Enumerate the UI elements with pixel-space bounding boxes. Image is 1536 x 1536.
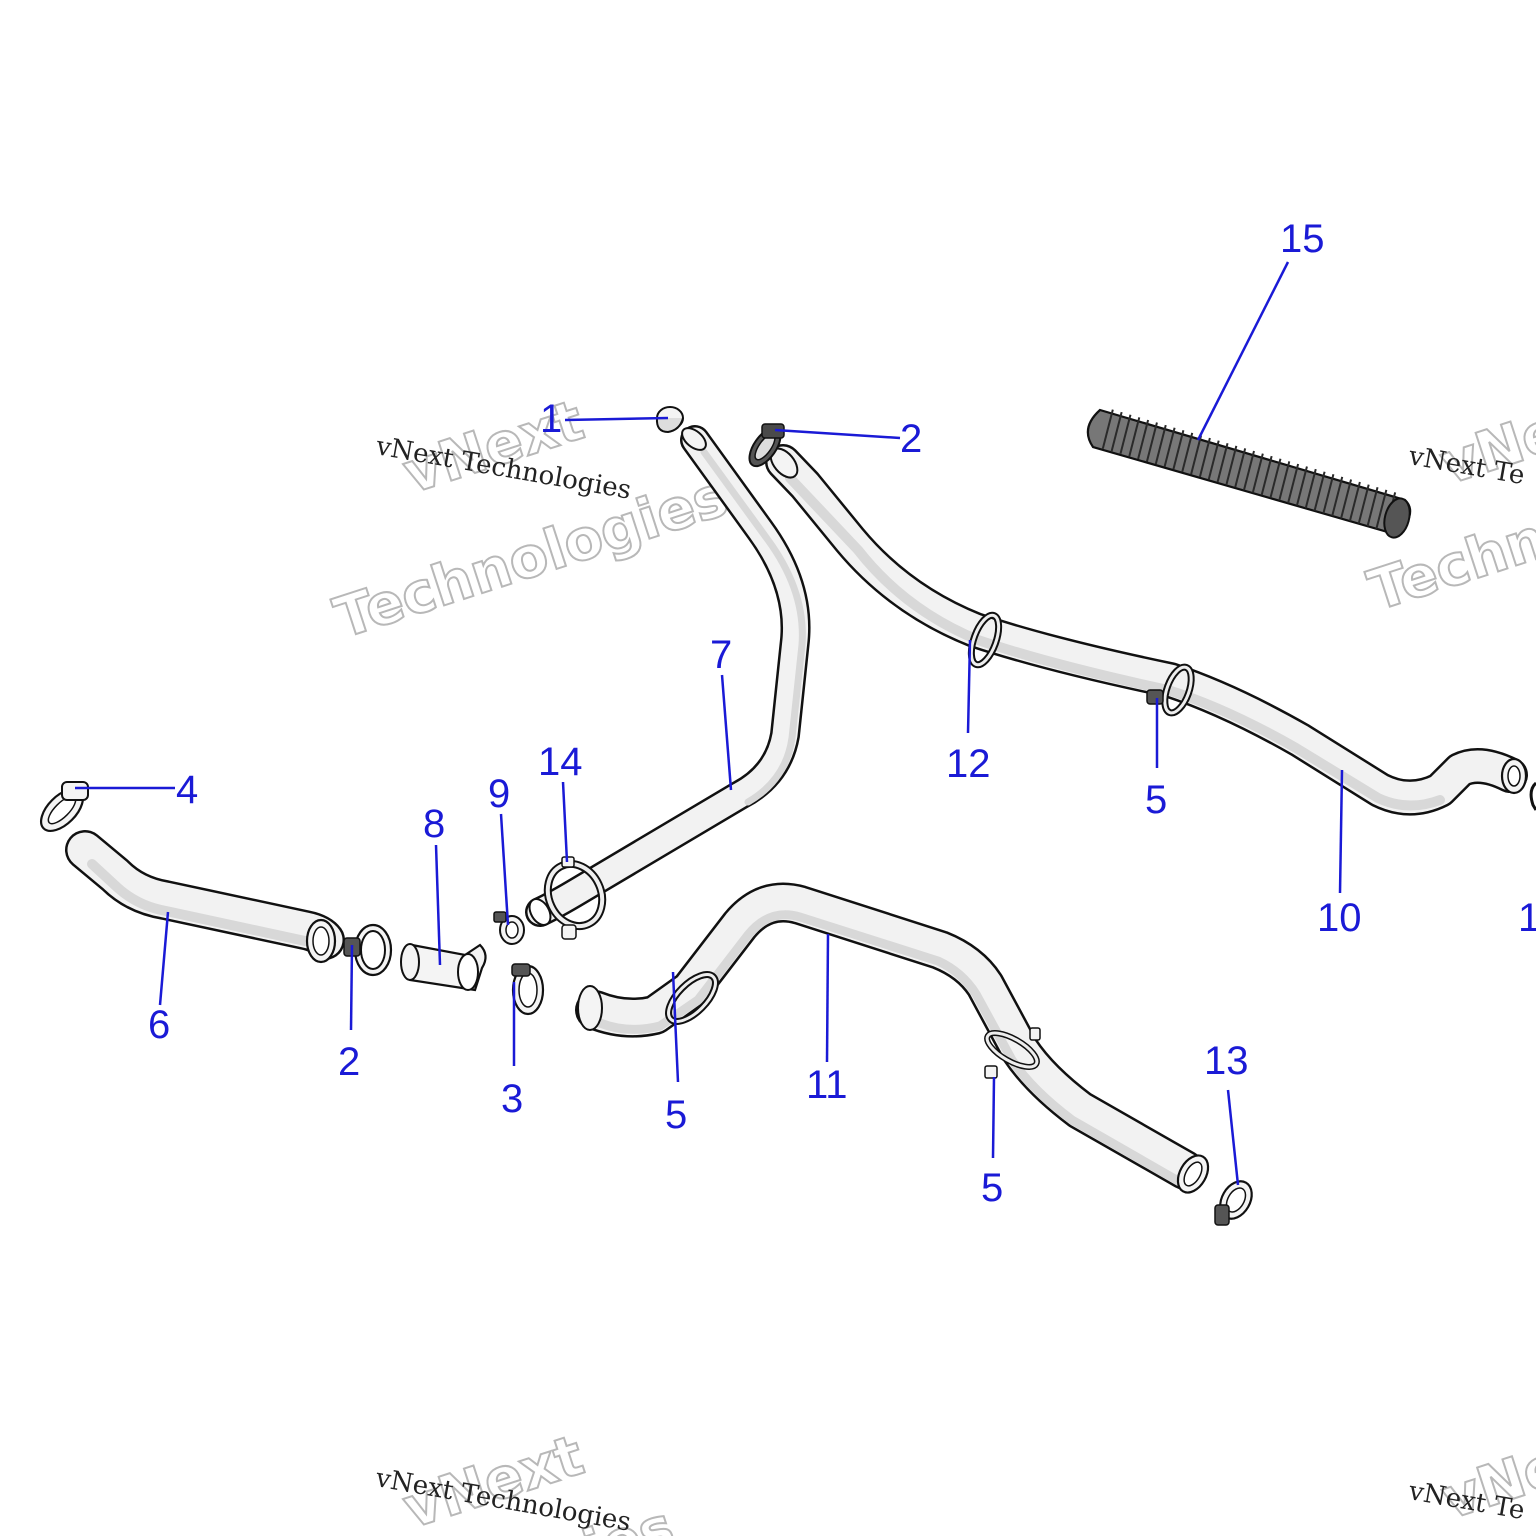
part-edge-fragment bbox=[1529, 781, 1536, 811]
watermark-bottom-right: vNe vNext Te bbox=[1406, 1432, 1536, 1533]
part-5-clamp-right bbox=[984, 1027, 1041, 1079]
bellows-rib bbox=[1304, 468, 1317, 509]
bellows-rib bbox=[1322, 474, 1335, 514]
part-13-clamp bbox=[1214, 1180, 1253, 1226]
bellows-rib bbox=[1110, 411, 1123, 452]
leader-lines bbox=[75, 261, 1344, 1186]
bellows-rib bbox=[1366, 486, 1379, 527]
bellows-rib bbox=[1260, 455, 1273, 496]
leader-13 bbox=[1226, 1089, 1240, 1186]
callout-11: 11 bbox=[806, 1063, 848, 1107]
bellows-rib bbox=[1154, 424, 1167, 465]
callout-numbers: 1 2 2 3 4 5 5 5 6 7 8 9 10 11 12 13 14 1… bbox=[148, 217, 1536, 1210]
bellows-rib bbox=[1181, 432, 1194, 473]
bellows-rib bbox=[1207, 440, 1220, 480]
callout-8: 8 bbox=[423, 802, 445, 846]
bellows-rib bbox=[1234, 448, 1247, 488]
callout-14: 14 bbox=[538, 740, 583, 784]
leader-1 bbox=[564, 416, 669, 422]
part-12-clamp-ring bbox=[967, 611, 1003, 669]
leader-2-low bbox=[349, 944, 354, 1031]
leader-5-low bbox=[991, 1076, 996, 1159]
leader-14 bbox=[561, 781, 569, 863]
bellows-rib bbox=[1145, 422, 1158, 462]
bellows-rib bbox=[1295, 466, 1308, 506]
leader-10 bbox=[1338, 769, 1344, 894]
bellows-rib bbox=[1357, 484, 1370, 524]
part-2-clamp-top bbox=[748, 423, 785, 468]
callout-15: 15 bbox=[1280, 217, 1325, 261]
callout-1-edge: 1 bbox=[1518, 896, 1536, 940]
bellows-rib bbox=[1128, 417, 1141, 457]
bellows-rib bbox=[1225, 445, 1238, 486]
part-9-clamp bbox=[493, 911, 525, 945]
bellows-rib bbox=[1163, 427, 1176, 467]
bellows-rib bbox=[1137, 419, 1150, 460]
bellows-rib bbox=[1251, 453, 1264, 493]
bellows-rib bbox=[1190, 435, 1203, 475]
part-1-cap bbox=[655, 406, 684, 434]
bellows-rib bbox=[1101, 409, 1114, 449]
bellows-rib bbox=[1340, 479, 1353, 519]
leader-8 bbox=[434, 844, 442, 966]
callout-9: 9 bbox=[488, 772, 510, 816]
bellows-rib bbox=[1243, 450, 1255, 491]
watermark-big-line2: Technologies bbox=[327, 464, 736, 652]
bellows-rib bbox=[1331, 476, 1344, 517]
part-14-bracket bbox=[543, 856, 607, 940]
bellows-rib bbox=[1287, 463, 1300, 504]
bellows-rib bbox=[1119, 414, 1132, 455]
callout-5-up: 5 bbox=[1145, 778, 1167, 822]
callout-13: 13 bbox=[1204, 1039, 1249, 1083]
watermark-bottom-left: vNext gies vNext Technologies bbox=[373, 1422, 683, 1536]
callout-5-low: 5 bbox=[981, 1166, 1003, 1210]
leader-6 bbox=[158, 911, 170, 1006]
callout-3: 3 bbox=[501, 1077, 523, 1121]
callout-4: 4 bbox=[176, 768, 198, 812]
part-5-clamp-upper bbox=[1146, 663, 1195, 717]
bellows-rib bbox=[1216, 442, 1229, 483]
callout-2-top: 2 bbox=[900, 417, 922, 461]
bellows-rib bbox=[1269, 458, 1282, 499]
callout-1: 1 bbox=[540, 397, 562, 441]
callout-2-low: 2 bbox=[338, 1040, 360, 1084]
bellows-rib bbox=[1348, 481, 1361, 522]
bellows-rib bbox=[1313, 471, 1326, 511]
bellows-rib bbox=[1198, 437, 1211, 478]
callout-12: 12 bbox=[946, 742, 991, 786]
callout-5-left: 5 bbox=[665, 1093, 687, 1137]
callout-6: 6 bbox=[148, 1003, 170, 1047]
callout-7: 7 bbox=[710, 633, 732, 677]
leader-7 bbox=[720, 674, 733, 791]
bellows-rib bbox=[1278, 461, 1291, 501]
part-10-hose bbox=[765, 444, 1528, 816]
callout-10: 10 bbox=[1317, 896, 1362, 940]
leader-2-top bbox=[774, 428, 901, 440]
leader-12 bbox=[966, 639, 972, 734]
bellows-rib bbox=[1172, 430, 1185, 470]
leader-11 bbox=[825, 933, 830, 1063]
bellows-rib bbox=[1375, 489, 1388, 530]
part-6-hose bbox=[65, 830, 345, 964]
part-11-hose bbox=[575, 882, 1210, 1194]
part-3-clamp bbox=[511, 963, 545, 1016]
part-8-elbow bbox=[400, 943, 487, 992]
part-4-clamp bbox=[40, 781, 89, 832]
leader-15 bbox=[1196, 261, 1290, 441]
leader-9 bbox=[499, 813, 510, 926]
part-15-corrugated-sleeve bbox=[1086, 408, 1412, 539]
part-5-clamp-left bbox=[665, 971, 719, 1025]
leader-5-left bbox=[671, 971, 680, 1083]
